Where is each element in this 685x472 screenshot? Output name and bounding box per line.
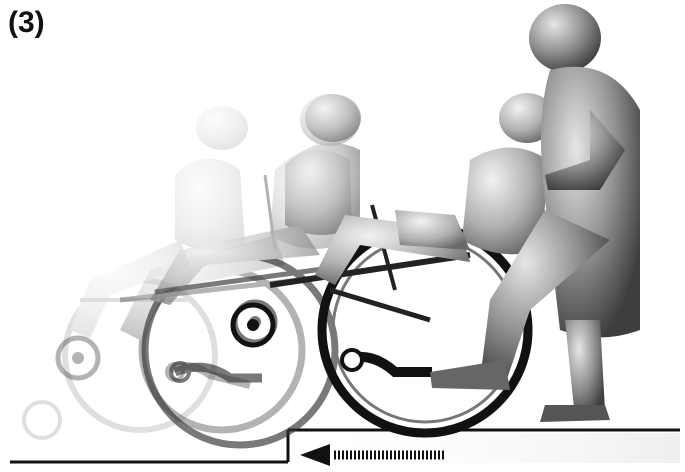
ground-step: [10, 430, 680, 463]
step-number-label: (3): [8, 6, 45, 40]
